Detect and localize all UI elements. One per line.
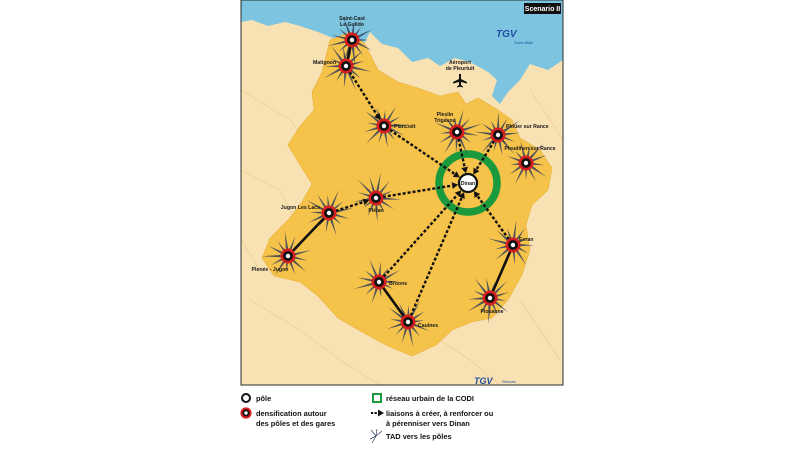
link-arrowhead: [473, 191, 481, 198]
legend: pôle densification autour des pôles et d…: [240, 393, 494, 444]
legend-liaisons-line2: à pérenniser vers Dinan: [386, 419, 470, 428]
place-label-plouasne: Plouasne: [480, 309, 503, 315]
legend-pole-symbol: [241, 393, 251, 403]
airport-label-1: Aéroport: [449, 60, 471, 66]
dashed-link: [382, 184, 453, 199]
territory-area: [261, 31, 553, 357]
legend-densification-symbol: [240, 407, 252, 419]
legend-tad-symbol: [369, 428, 383, 444]
legend-densification-line2: des pôles et des gares: [256, 419, 335, 428]
place-label-saint-cast: Saint-Cast: [339, 16, 365, 22]
node-plouasne: [482, 290, 498, 306]
place-label-plelan: Plélan: [368, 208, 383, 214]
map-frame: [240, 0, 564, 386]
link-arrowhead: [362, 198, 370, 206]
place-label-plancoet: Plancoët: [394, 124, 416, 130]
legend-liaisons-symbol: [371, 409, 384, 417]
place-label-plenee: Plenée - Jugon: [252, 267, 289, 273]
poles: [280, 32, 534, 330]
airport-label-2: de Pleurtuit: [446, 66, 475, 72]
place-label-saint-cast: Le Guildo: [340, 22, 364, 28]
place-label-broons: Broons: [389, 281, 407, 287]
legend-pole-label: pôle: [256, 394, 271, 403]
airplane-icon: [453, 74, 467, 88]
dashed-link: [476, 195, 510, 241]
node-plenee: [280, 248, 296, 264]
legend-tad-label: TAD vers les pôles: [386, 432, 452, 441]
link-arrowhead: [451, 182, 459, 189]
legend-densification-line1: densification autour: [256, 409, 327, 418]
node-dinan: [457, 172, 479, 194]
place-label-pleslin: Trigavou: [434, 118, 456, 124]
tgv-saint-malo: Saint-Malo: [514, 40, 534, 45]
dashed-link: [348, 71, 379, 116]
codi-ring: [435, 150, 501, 216]
solid-link: [488, 244, 515, 299]
node-pleslin: [449, 124, 465, 140]
link-arrowhead: [452, 171, 460, 178]
legend-liaisons-line1: liaisons à créer, à renforcer ou: [386, 409, 494, 418]
node-ploeur: [490, 127, 506, 143]
node-jugon: [321, 205, 337, 221]
legend-reseau-symbol: [372, 393, 382, 403]
node-pleudihen: [518, 155, 534, 171]
place-label-jugon: Jugon Les Lacs: [281, 205, 320, 211]
tgv-logo-top: TGV: [496, 29, 518, 40]
link-arrowhead: [458, 192, 465, 200]
scenario-title: Scenario II: [525, 6, 560, 13]
place-label-ploeur: Ploüer sur Rance: [506, 124, 549, 130]
place-label-pleudihen: Pleudihen sur Rance: [504, 146, 555, 152]
place-label-pleslin: Pleslin: [437, 112, 454, 118]
node-matignon: [338, 58, 354, 74]
node-saint-cast: [344, 32, 360, 48]
solid-link: [287, 212, 330, 257]
solid-link: [377, 281, 410, 323]
dashed-link: [409, 197, 463, 317]
place-label-dinan: Dinan: [461, 181, 475, 187]
node-evran: [505, 237, 521, 253]
dashed-link: [389, 128, 456, 176]
node-plelan: [368, 190, 384, 206]
node-plancoet: [376, 118, 392, 134]
parcel-lines: [241, 89, 563, 385]
link-arrowhead: [473, 167, 480, 175]
place-label-caulnes: Caulnes: [418, 323, 438, 329]
legend-reseau-label: réseau urbain de la CODI: [386, 394, 474, 403]
node-broons: [371, 274, 387, 290]
dashed-link: [382, 194, 459, 278]
dashed-link: [475, 140, 496, 171]
tgv-rennes: Rennes: [502, 379, 516, 384]
node-caulnes: [400, 314, 416, 330]
place-label-matignon: Matignon: [313, 60, 336, 66]
link-arrowhead: [374, 113, 381, 121]
place-label-evran: Evran: [519, 237, 533, 243]
scenario-badge: [524, 3, 561, 14]
sea: [241, 0, 563, 104]
link-arrowhead: [461, 166, 468, 174]
tgv-logo-bottom: TGV: [474, 376, 493, 386]
